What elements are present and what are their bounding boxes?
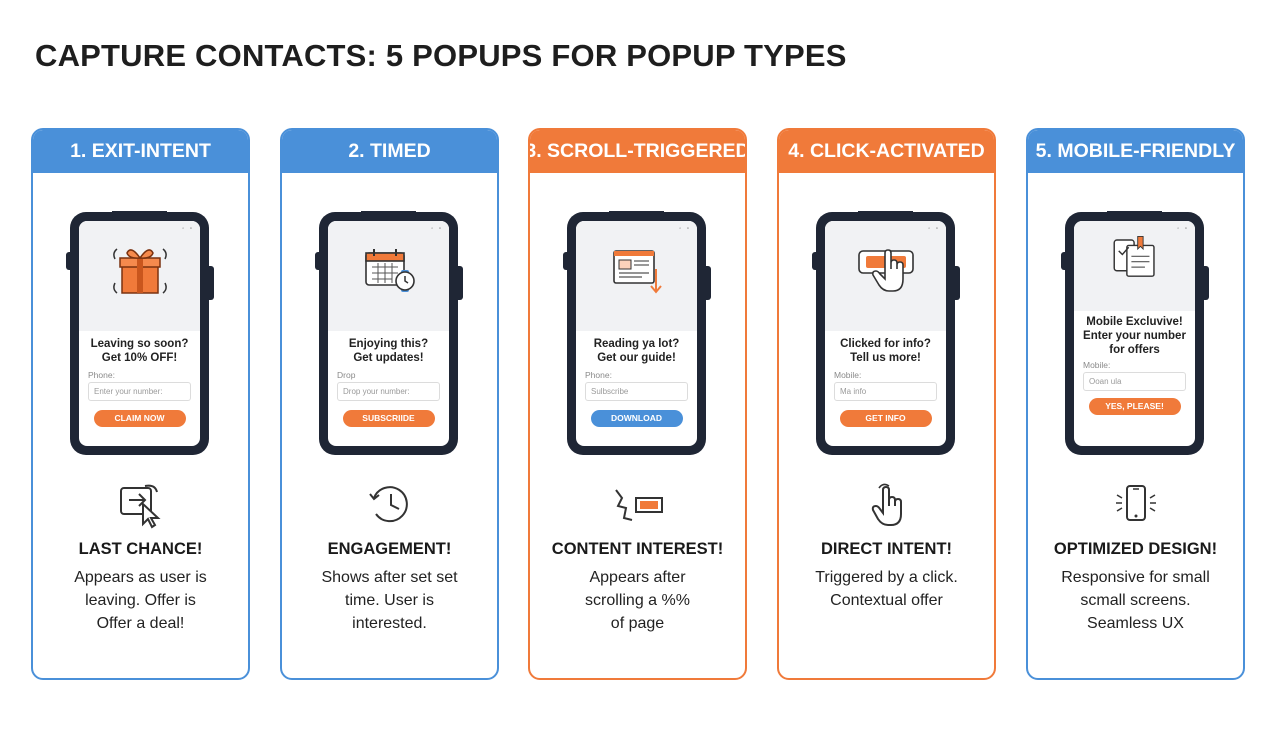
field-label: Drop [337,370,356,380]
field-label: Mobile: [834,370,862,380]
yes-please-button[interactable]: YES, PLEASE! [1088,398,1181,415]
page-title: CAPTURE CONTACTS: 5 POPUPS FOR POPUP TYP… [35,38,847,73]
document-scroll-icon [612,250,662,294]
popup-headline: Enjoying this? Get updates! [348,338,429,364]
mobile-input[interactable]: Ooan ula [1083,372,1186,391]
smartphone-icon [1115,485,1156,521]
feature-description: Appears after scrolling a %% of page [585,569,690,632]
popup-headline: Reading ya lot? Get our guide! [593,338,680,364]
download-button[interactable]: DOWNLOAD [590,410,683,427]
card-timed: 2. TIMED ◦ ▫ [280,128,499,680]
calendar-watch-icon [364,249,415,292]
phone-screen: ◦ ▫ Leaving so soon? Get 10% OFF! Phone:… [79,221,200,446]
claim-now-button[interactable]: CLAIM NOW [93,410,186,427]
get-info-button[interactable]: GET INFO [839,410,932,427]
feature-description: Shows after set set time. User is intere… [321,569,458,632]
clock-refresh-icon [368,486,408,523]
card-header: 3. SCROLL-TRIGGERED [530,130,745,173]
scroll-path-icon [614,489,663,521]
card-header: 4. CLICK-ACTIVATED [779,130,994,173]
feature-description: Appears as user is leaving. Offer is Off… [74,569,207,632]
field-label: Phone: [88,370,115,380]
card-header: 1. EXIT-INTENT [33,130,248,173]
subscribe-input[interactable]: Sulbscribe [585,382,688,401]
card-header: 5. MOBILE-FRIENDLY [1028,130,1243,173]
phone-mockup: ◦ ▫ Clicked for info? Tell us more! Mobi… [812,211,960,455]
feature-description: Responsive for small scmall screens. Sea… [1061,569,1210,632]
card-exit-intent: 1. EXIT-INTENT ◦ ▫ Leaving so soon? [31,128,250,680]
gift-box-icon [112,248,167,294]
phone-mockup: ◦ ▫ Enjoying this? Get upda [315,211,463,455]
mobile-document-icon [1113,235,1155,277]
popup-headline: Mobile Excluvive! Enter your number for … [1083,316,1186,356]
field-label: Phone: [585,370,612,380]
exit-cursor-icon [119,484,161,529]
card-scroll-triggered: 3. SCROLL-TRIGGERED ◦ ▫ Reading ya lot? … [528,128,747,680]
card-header: 2. TIMED [282,130,497,173]
number-input[interactable]: Drop your number: [337,382,440,401]
mobile-input[interactable]: Ma info [834,382,937,401]
feature-description: Triggered by a click. Contextual offer [815,569,958,609]
feature-title: ENGAGEMENT! [327,540,452,558]
phone-screen: ◦ ▫ Mobile Excluvive! Enter your number … [1074,221,1195,446]
phone-screen: ◦ ▫ Enjoying this? Get upda [328,221,449,446]
phone-mockup: ◦ ▫ Reading ya lot? Get our guide! Phone… [563,211,711,455]
subscribe-button[interactable]: SUBSCRIIDE [342,410,435,427]
pointer-hand-icon [871,483,902,526]
phone-mockup: ◦ ▫ Mobile Excluvive! Enter your number … [1061,211,1209,455]
feature-title: DIRECT INTENT! [820,540,953,558]
phone-mockup: ◦ ▫ Leaving so soon? Get 10% OFF! Phone:… [66,211,214,455]
phone-input[interactable]: Enter your number: [88,382,191,401]
card-click-activated: 4. CLICK-ACTIVATED ◦ ▫ Clicked for info?… [777,128,996,680]
field-label: Mobile: [1083,360,1111,370]
feature-title: CONTENT INTEREST! [551,540,724,558]
feature-title: OPTIMIZED DESIGN! [1053,540,1218,558]
phone-screen: ◦ ▫ Clicked for info? Tell us more! Mobi… [825,221,946,446]
feature-title: LAST CHANCE! [78,540,203,558]
hand-click-button-icon [857,249,914,292]
card-mobile-friendly: 5. MOBILE-FRIENDLY ◦ ▫ Mobile Excluvive!… [1026,128,1245,680]
phone-screen: ◦ ▫ Reading ya lot? Get our guide! Phone… [576,221,697,446]
popup-headline: Clicked for info? Tell us more! [840,338,931,364]
popup-headline: Leaving so soon? Get 10% OFF! [90,338,189,364]
